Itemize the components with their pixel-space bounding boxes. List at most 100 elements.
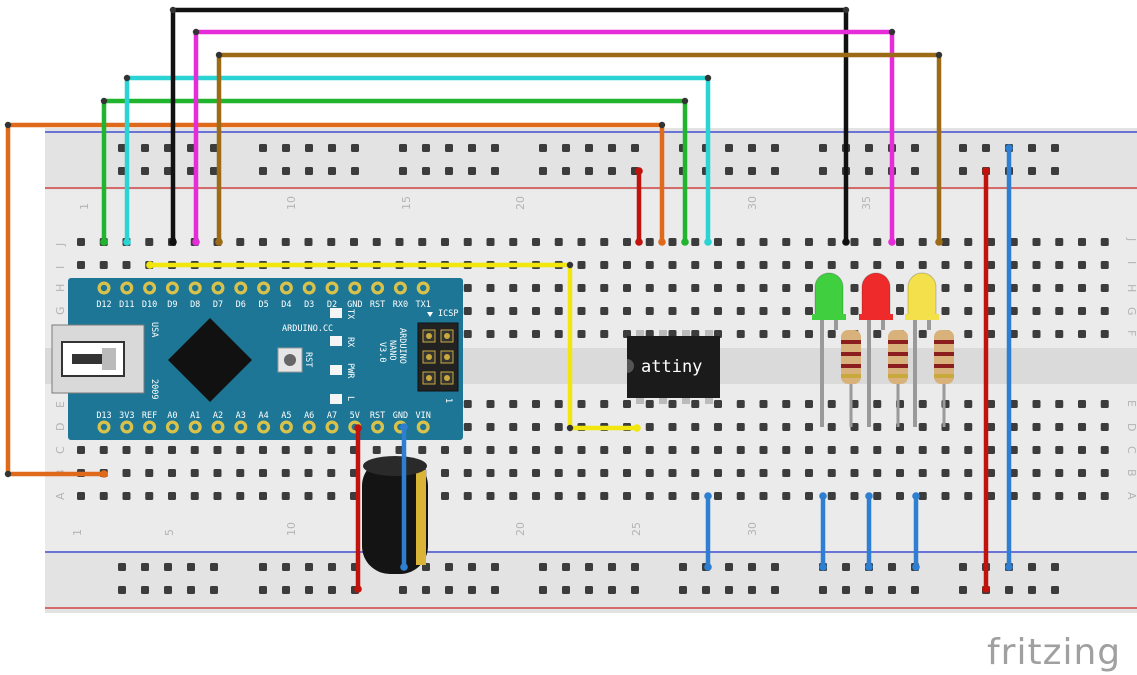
wire-red-rail-top-end bbox=[635, 238, 643, 246]
nano-pin-hole bbox=[123, 423, 130, 431]
breadboard-hole bbox=[463, 469, 472, 477]
nano-top-pin-label: D3 bbox=[304, 300, 314, 310]
wire-cyan bbox=[124, 75, 711, 242]
nano-rst-label: RST bbox=[303, 352, 313, 367]
nano-bottom-pin-label: A6 bbox=[304, 411, 314, 421]
breadboard-hole bbox=[304, 492, 313, 500]
wire-magenta-bend bbox=[888, 28, 896, 36]
rail-hole bbox=[328, 586, 336, 594]
rail-hole bbox=[608, 586, 616, 594]
breadboard-hole bbox=[554, 330, 563, 338]
breadboard-hole bbox=[486, 446, 495, 454]
nano-top-pin-label: D2 bbox=[327, 300, 337, 310]
rail-hole bbox=[865, 586, 873, 594]
wire-orange-bend bbox=[658, 121, 666, 129]
nano-bottom-pin-label: GND bbox=[393, 411, 408, 421]
nano-bottom-pin-label: A1 bbox=[190, 411, 200, 421]
breadboard-hole bbox=[623, 400, 631, 408]
breadboard-hole bbox=[486, 307, 495, 315]
nano-top-pin-label: TX1 bbox=[416, 300, 431, 310]
row-letter-right: B bbox=[1125, 469, 1137, 477]
breadboard-hole bbox=[964, 446, 973, 454]
rail-hole bbox=[282, 144, 290, 152]
rail-hole bbox=[702, 586, 710, 594]
nano-pin-hole bbox=[306, 423, 313, 431]
rail-hole bbox=[305, 586, 313, 594]
breadboard-hole bbox=[532, 423, 540, 431]
column-number-top: 15 bbox=[400, 196, 413, 210]
breadboard-hole bbox=[759, 446, 768, 454]
wire-red-power-end bbox=[982, 167, 990, 175]
breadboard-hole bbox=[577, 446, 586, 454]
breadboard-hole bbox=[486, 238, 495, 246]
breadboard-hole bbox=[281, 492, 290, 500]
breadboard-hole bbox=[532, 330, 540, 338]
nano-pin-hole bbox=[420, 284, 427, 292]
reset-button-cap[interactable] bbox=[284, 354, 296, 366]
breadboard-hole bbox=[873, 492, 882, 500]
wire-blue-led-3-end bbox=[912, 492, 920, 500]
rail-hole bbox=[491, 144, 499, 152]
column-number-bottom: 20 bbox=[514, 522, 527, 536]
wire-black bbox=[170, 7, 849, 242]
breadboard-hole bbox=[395, 446, 404, 454]
wire-green-bend bbox=[100, 97, 108, 105]
breadboard-hole bbox=[987, 446, 995, 454]
nano-top-pin-label: GND bbox=[347, 300, 362, 310]
capacitor-top bbox=[363, 456, 427, 476]
wire-magenta bbox=[193, 29, 895, 242]
wire-black-bend bbox=[169, 6, 177, 14]
breadboard-hole bbox=[918, 261, 927, 269]
resistor-band bbox=[934, 352, 954, 356]
nano-pin-hole bbox=[192, 284, 199, 292]
breadboard-hole bbox=[236, 238, 245, 246]
capacitor-stripe bbox=[416, 470, 426, 565]
nano-pin-hole bbox=[100, 284, 108, 292]
breadboard-hole bbox=[987, 261, 995, 269]
wire-blue-ground-rail-end bbox=[1005, 144, 1013, 152]
wire-green bbox=[101, 98, 688, 242]
breadboard-hole bbox=[668, 400, 677, 408]
nano-rx-label: RX bbox=[345, 337, 355, 348]
rail-hole bbox=[725, 144, 733, 152]
rail-hole bbox=[445, 563, 453, 571]
breadboard-hole bbox=[1032, 400, 1041, 408]
nano-pin-hole bbox=[169, 284, 176, 292]
breadboard-hole bbox=[600, 446, 609, 454]
rail-hole bbox=[631, 144, 639, 152]
breadboard-hole bbox=[918, 330, 927, 338]
rail-hole bbox=[1051, 144, 1059, 152]
breadboard-hole bbox=[1009, 492, 1018, 500]
breadboard-hole bbox=[782, 423, 791, 431]
breadboard-hole bbox=[736, 469, 745, 477]
rail-hole bbox=[210, 586, 218, 594]
row-letter-right: H bbox=[1125, 284, 1137, 292]
rail-hole bbox=[305, 144, 313, 152]
breadboard-hole bbox=[1078, 238, 1086, 246]
rail-hole bbox=[865, 144, 873, 152]
breadboard-hole bbox=[827, 446, 836, 454]
rail-hole bbox=[468, 586, 476, 594]
breadboard-hole bbox=[645, 492, 654, 500]
breadboard-hole bbox=[577, 284, 586, 292]
breadboard-hole bbox=[77, 261, 85, 269]
attiny-label: attiny bbox=[641, 357, 702, 377]
breadboard-hole bbox=[486, 284, 495, 292]
breadboard-hole bbox=[691, 238, 700, 246]
breadboard-hole bbox=[99, 261, 108, 269]
rail-hole bbox=[748, 144, 756, 152]
nano-top-pin-label: D10 bbox=[142, 300, 157, 310]
chip-leg bbox=[705, 396, 713, 404]
breadboard-hole bbox=[623, 238, 631, 246]
breadboard-hole bbox=[827, 261, 836, 269]
wire-blue-led-2-end bbox=[865, 492, 873, 500]
breadboard-hole bbox=[1009, 330, 1018, 338]
rail-hole bbox=[259, 586, 267, 594]
nano-pin-hole bbox=[169, 423, 176, 431]
wire-orange-bend bbox=[4, 121, 12, 129]
breadboard-hole bbox=[941, 469, 950, 477]
row-letter-right: F bbox=[1125, 330, 1137, 336]
breadboard-hole bbox=[964, 238, 973, 246]
nano-model-line-2: NANO bbox=[387, 340, 397, 360]
breadboard-hole bbox=[896, 238, 904, 246]
